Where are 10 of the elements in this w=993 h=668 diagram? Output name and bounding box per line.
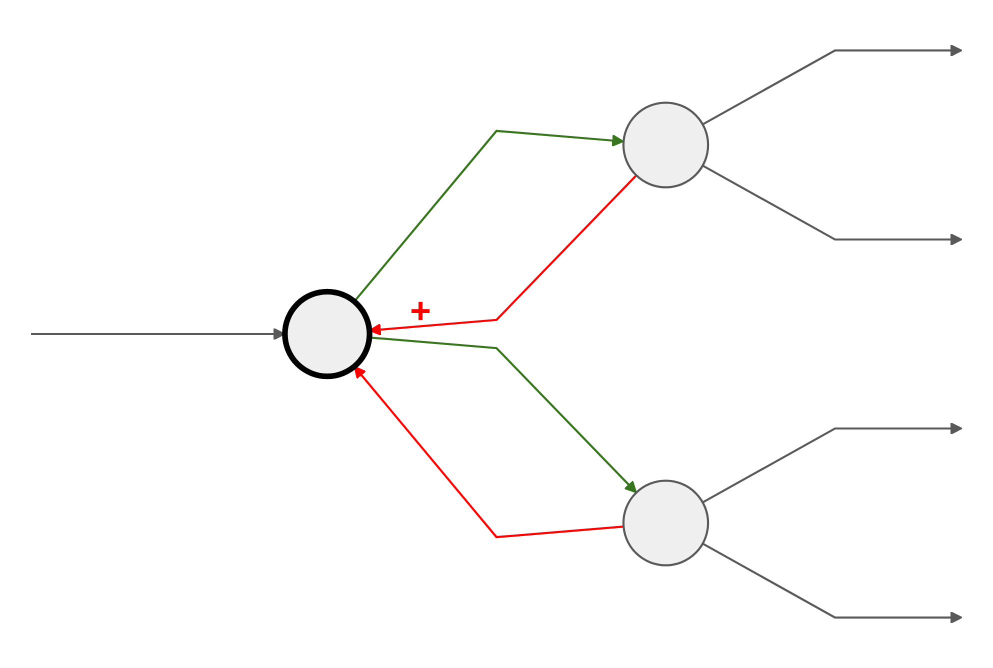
node-circle xyxy=(622,480,710,566)
plus-sign: + xyxy=(410,290,432,332)
arrow xyxy=(702,164,963,246)
arrow xyxy=(702,44,963,126)
arrow xyxy=(354,130,624,302)
arrow xyxy=(702,542,963,624)
arrow xyxy=(702,422,963,504)
node-circle xyxy=(622,102,710,188)
node-circle xyxy=(282,288,372,380)
arrow xyxy=(354,366,624,538)
